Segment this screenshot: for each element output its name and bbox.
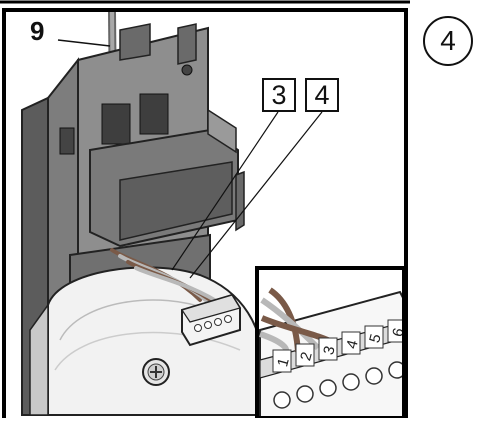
wire-callout-4: 4	[305, 78, 339, 112]
terminal-slot-1	[272, 349, 292, 373]
device-body-icon	[29, 266, 263, 416]
terminal-slot-2	[295, 343, 315, 367]
terminal-block-icon	[181, 293, 241, 347]
wires-icon	[110, 248, 226, 308]
leader-line-4	[189, 111, 323, 279]
screw-icon	[142, 358, 170, 386]
terminal-slot-3	[318, 337, 338, 361]
terminal-slot-4	[341, 331, 361, 355]
terminal-slot-5	[364, 325, 384, 349]
terminal-slot-6	[387, 319, 402, 343]
wire-callout-3: 3	[262, 78, 296, 112]
step-number-badge: 4	[423, 16, 473, 66]
terminal-number-6: 6	[389, 326, 408, 338]
leader-line-3	[171, 111, 279, 271]
leader-line-9	[57, 39, 111, 47]
part-label-9: 9	[30, 16, 45, 46]
